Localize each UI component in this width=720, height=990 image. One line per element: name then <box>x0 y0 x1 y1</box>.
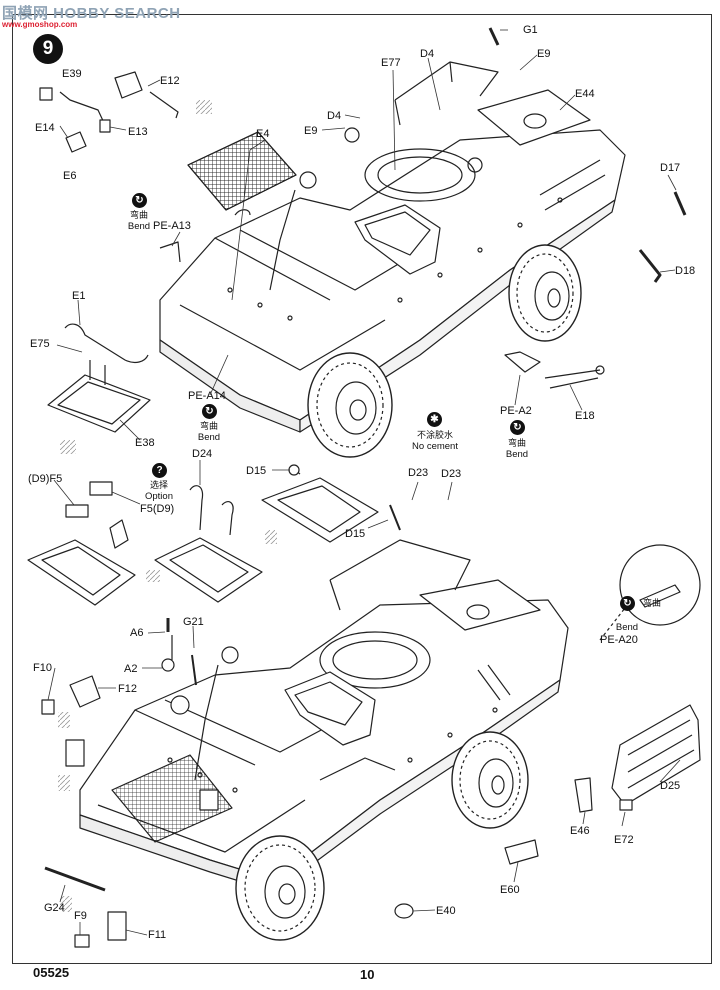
d15-subassembly <box>261 464 401 543</box>
note-bend-en: Bend <box>197 432 221 443</box>
note-option-en: Option <box>145 491 173 502</box>
label-a2: A2 <box>124 663 138 675</box>
part-d25-rack <box>611 704 701 806</box>
label-e6: E6 <box>63 170 77 182</box>
label-d25: D25 <box>660 780 681 792</box>
option-icon: ? <box>152 463 167 478</box>
label-d15-lower: D15 <box>345 528 366 540</box>
insertion-arrows <box>58 100 277 912</box>
note-bend-cn: 弯曲 <box>642 598 661 608</box>
label-g1: G1 <box>523 24 538 36</box>
label-pe-a13: PE-A13 <box>153 220 191 232</box>
label-e12: E12 <box>160 75 180 87</box>
note-bend-cn: 弯曲 <box>129 210 148 220</box>
upper-rear-wheel <box>508 244 582 342</box>
watermark-url: www.gmoshop.com <box>2 20 78 29</box>
label-d24: D24 <box>192 448 213 460</box>
parts-e12-e13-cluster <box>39 71 179 153</box>
label-e46: E46 <box>570 825 590 837</box>
label-e75: E75 <box>30 338 50 350</box>
label-f9: F9 <box>74 910 87 922</box>
page-number: 10 <box>360 967 375 982</box>
note-bend-cn: 弯曲 <box>507 438 526 448</box>
label-pe-a2: PE-A2 <box>500 405 532 417</box>
note-bend-en: Bend <box>127 221 151 232</box>
bend-icon: ↻ <box>510 420 525 435</box>
lower-hull <box>79 539 569 893</box>
label-e40: E40 <box>436 905 456 917</box>
label-e72: E72 <box>614 834 634 846</box>
note-bend-en: Bend <box>505 449 529 460</box>
part-pe-a2-e18 <box>504 351 605 389</box>
bend-icon: ↻ <box>620 596 635 611</box>
label-d23-right: D23 <box>441 468 462 480</box>
label-g21: G21 <box>183 616 204 628</box>
label-d9-f5: (D9)F5 <box>28 473 63 485</box>
part-e4-grille <box>187 131 297 211</box>
label-g24: G24 <box>44 902 65 914</box>
label-d18: D18 <box>675 265 696 277</box>
label-f5-d9: F5(D9) <box>140 503 175 515</box>
lower-front-wheel <box>235 835 325 941</box>
label-e9-lower: E9 <box>304 125 318 137</box>
label-e9-upper: E9 <box>537 48 551 60</box>
page-frame <box>12 14 712 964</box>
label-d17: D17 <box>660 162 681 174</box>
bend-icon: ↻ <box>202 404 217 419</box>
label-d4-lower: D4 <box>327 110 342 122</box>
no-cement-icon: ✱ <box>427 412 442 427</box>
note-no-cement-cn: 不涂胶水 <box>416 430 453 440</box>
pe-a13-part <box>159 241 181 263</box>
label-d15-upper: D15 <box>246 465 267 477</box>
upper-front-wheel <box>307 352 393 458</box>
label-e1: E1 <box>72 290 86 302</box>
label-e4: E4 <box>256 128 270 140</box>
label-e39: E39 <box>62 68 82 80</box>
label-a6: A6 <box>130 627 144 639</box>
kit-number: 05525 <box>33 965 70 980</box>
label-pe-a20: PE-A20 <box>600 634 638 646</box>
note-option-cn: 选择 <box>149 480 168 490</box>
lower-rear-wheel <box>451 731 529 829</box>
label-e60: E60 <box>500 884 520 896</box>
label-e14: E14 <box>35 122 55 134</box>
d24-subassembly <box>154 485 263 603</box>
label-e38: E38 <box>135 437 155 449</box>
note-bend-cn: 弯曲 <box>199 421 218 431</box>
lower-small-parts <box>41 618 633 948</box>
note-no-cement-en: No cement <box>412 441 458 452</box>
step-number-badge: 9 <box>33 34 63 64</box>
label-pe-a14: PE-A14 <box>188 390 226 402</box>
label-f10: F10 <box>33 662 52 674</box>
label-f12: F12 <box>118 683 137 695</box>
label-e77: E77 <box>381 57 401 69</box>
label-f11: F11 <box>148 929 167 941</box>
note-bend-en: Bend <box>615 622 639 633</box>
label-e13: E13 <box>128 126 148 138</box>
label-d23-left: D23 <box>408 467 429 479</box>
label-e18: E18 <box>575 410 595 422</box>
f5-subassembly <box>27 481 136 606</box>
watermark-logo: 国模网 HOBBY SEARCH <box>2 5 181 22</box>
bend-icon: ↻ <box>132 193 147 208</box>
label-e44: E44 <box>575 88 595 100</box>
label-d4-upper: D4 <box>420 48 435 60</box>
pe-a20-callout <box>599 544 701 641</box>
part-e38-tray <box>47 323 151 433</box>
leader-lines <box>47 29 681 936</box>
